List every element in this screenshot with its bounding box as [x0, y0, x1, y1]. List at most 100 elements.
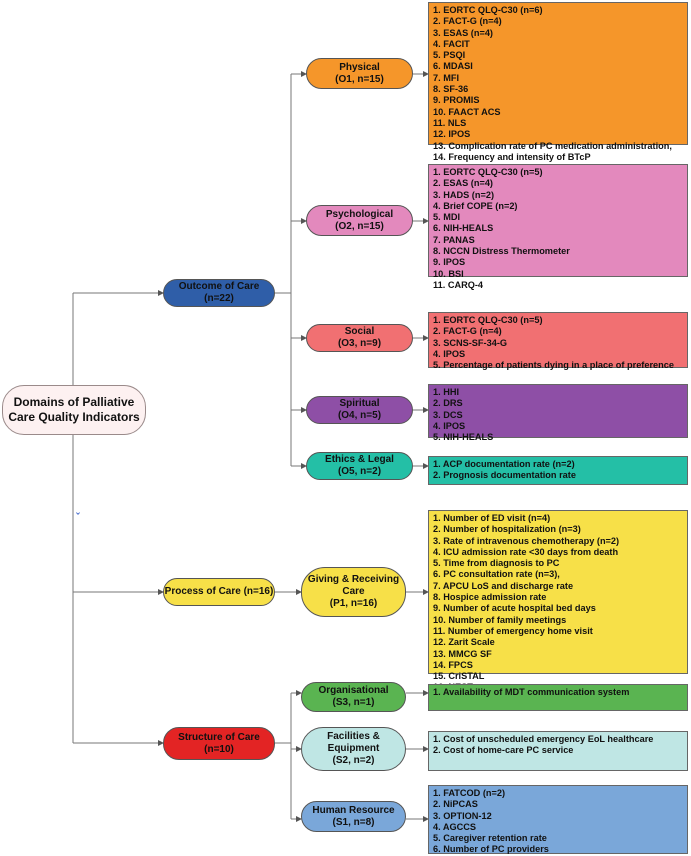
- process-of-care-node: Process of Care (n=16): [163, 578, 275, 606]
- physical-label: Physical: [339, 61, 380, 73]
- indicator-item: 6. MDASI: [433, 61, 473, 72]
- facilities-label-line2: Equipment: [327, 743, 380, 754]
- spiritual-count: (O4, n=5): [337, 410, 382, 421]
- indicator-item: 14. Frequency and intensity of BTcP: [433, 151, 591, 162]
- indicator-item: 13. Complication rate of PC medication a…: [433, 140, 672, 151]
- indicator-item: 7. PANAS: [433, 234, 475, 245]
- indicator-item: 2. Prognosis documentation rate: [433, 470, 576, 481]
- spiritual-label: Spiritual: [339, 398, 380, 409]
- human-resource-label: Human Resource: [312, 804, 395, 816]
- ethics-legal-count: (O5, n=2): [337, 466, 382, 477]
- organisational-label: Organisational: [318, 685, 389, 696]
- indicator-item: 9. PROMIS: [433, 95, 480, 106]
- giving-receiving-care-node: Giving & Receiving Care (P1, n=16): [301, 567, 406, 617]
- structure-of-care-node: Structure of Care (n=10): [163, 727, 275, 760]
- social-node: Social (O3, n=9): [306, 324, 413, 352]
- indicator-item: 2. NiPCAS: [433, 799, 478, 810]
- giving-receiving-label-line1: Giving & Receiving: [307, 574, 400, 585]
- indicator-item: 3. ESAS (n=4): [433, 27, 493, 38]
- structure-of-care-label-line2: (n=10): [204, 743, 234, 755]
- indicator-item: 13. MMCG SF: [433, 648, 492, 659]
- indicator-item: 11. Number of emergency home visit: [433, 625, 593, 636]
- social-count: (O3, n=9): [337, 338, 382, 349]
- indicator-item: 2. FACT-G (n=4): [433, 16, 502, 27]
- caret-mark-icon: ˇ: [76, 512, 80, 524]
- ethics-legal-label: Ethics & Legal: [325, 454, 394, 465]
- facilities-label-line1: Facilities &: [327, 731, 380, 742]
- indicator-item: 1. EORTC QLQ-C30 (n=5): [433, 315, 543, 325]
- indicator-item: 1. Number of ED visit (n=4): [433, 513, 551, 523]
- indicator-item: 5. MDI: [433, 212, 461, 223]
- indicator-item: 10. FAACT ACS: [433, 106, 501, 117]
- facilities-indicator-list: 1. Cost of unscheduled emergency EoL hea…: [428, 731, 688, 771]
- root-title-line1: Domains of Palliative: [13, 395, 135, 409]
- indicator-item: 2. DRS: [433, 398, 463, 409]
- indicator-item: 14. FPCS: [433, 659, 473, 670]
- indicator-item: 12. IPOS: [433, 129, 471, 140]
- indicator-item: 1. Availability of MDT communication sys…: [433, 687, 630, 697]
- indicator-item: 12. Zarit Scale: [433, 637, 495, 648]
- indicator-item: 5. Time from diagnosis to PC: [433, 558, 560, 569]
- facilities-count: (S2, n=2): [332, 755, 375, 766]
- indicator-item: 2. FACT-G (n=4): [433, 326, 502, 337]
- ethics-legal-node: Ethics & Legal (O5, n=2): [306, 452, 413, 480]
- indicator-item: 5. Caregiver retention rate: [433, 833, 547, 844]
- giving-receiving-indicator-list: 1. Number of ED visit (n=4)2. Number of …: [428, 510, 688, 692]
- indicator-item: 3. Rate of intravenous chemotherapy (n=2…: [433, 535, 620, 546]
- indicator-item: 4. Brief COPE (n=2): [433, 200, 518, 211]
- indicator-item: 7. APCU LoS and discharge rate: [433, 580, 574, 591]
- indicator-item: 1. EORTC QLQ-C30 (n=5): [433, 167, 543, 177]
- organisational-node: Organisational (S3, n=1): [301, 682, 406, 712]
- indicator-item: 6. NIH-HEALS: [433, 223, 494, 234]
- indicator-item: 4. FACIT: [433, 38, 470, 49]
- indicator-item: 3. DCS: [433, 409, 463, 420]
- spiritual-node: Spiritual (O4, n=5): [306, 396, 413, 424]
- indicator-item: 2. Cost of home-care PC service: [433, 745, 574, 756]
- indicator-item: 1. EORTC QLQ-C30 (n=6): [433, 5, 543, 15]
- indicator-item: 15. CriSTAL: [433, 671, 485, 682]
- human-resource-node: Human Resource (S1, n=8): [301, 801, 406, 832]
- indicator-item: 5. NIH-HEALS: [433, 432, 494, 443]
- indicator-item: 11. NLS: [433, 117, 467, 128]
- indicator-item: 3. SCNS-SF-34-G: [433, 337, 508, 348]
- outcome-of-care-label: Outcome of Care (n=22): [178, 281, 260, 304]
- indicator-item: 6. Number of PC providers: [433, 844, 549, 855]
- structure-of-care-label-line1: Structure of Care: [178, 731, 260, 743]
- indicator-item: 10. Number of family meetings: [433, 614, 567, 625]
- indicator-item: 9. IPOS: [433, 257, 466, 268]
- psychological-count: (O2, n=15): [335, 220, 384, 232]
- indicator-item: 1. FATCOD (n=2): [433, 788, 506, 798]
- indicator-item: 6. PC consultation rate (n=3),: [433, 569, 560, 580]
- indicator-item: 8. NCCN Distress Thermometer: [433, 246, 570, 257]
- facilities-equipment-node: Facilities & Equipment (S2, n=2): [301, 727, 406, 771]
- physical-count: (O1, n=15): [335, 73, 384, 85]
- root-title-line2: Care Quality Indicators: [8, 410, 140, 424]
- indicator-item: 10. BSI: [433, 268, 464, 279]
- root-node: Domains of Palliative Care Quality Indic…: [2, 385, 146, 435]
- outcome-of-care-node: Outcome of Care (n=22): [163, 279, 275, 307]
- indicator-item: 4. IPOS: [433, 348, 466, 359]
- indicator-item: 2. ESAS (n=4): [433, 178, 493, 189]
- indicator-item: 8. SF-36: [433, 84, 469, 95]
- social-label: Social: [344, 326, 375, 337]
- indicator-item: 4. AGCCS: [433, 821, 477, 832]
- psychological-indicator-list: 1. EORTC QLQ-C30 (n=5)2. ESAS (n=4)3. HA…: [428, 164, 688, 290]
- indicator-item: 5. PSQI: [433, 50, 466, 61]
- human-resource-count: (S1, n=8): [332, 816, 375, 828]
- physical-node: Physical (O1, n=15): [306, 58, 413, 89]
- indicator-item: 8. Hospice admission rate: [433, 592, 547, 603]
- indicator-item: 2. Number of hospitalization (n=3): [433, 524, 581, 535]
- indicator-item: 9. Number of acute hospital bed days: [433, 603, 596, 614]
- psychological-node: Psychological (O2, n=15): [306, 205, 413, 236]
- indicator-item: 1. ACP documentation rate (n=2): [433, 459, 575, 469]
- process-of-care-label: Process of Care (n=16): [164, 586, 274, 597]
- indicator-item: 4. ICU admission rate <30 days from deat…: [433, 546, 619, 557]
- organisational-count: (S3, n=1): [332, 697, 375, 708]
- indicator-item: 5. Percentage of patients dying in a pla…: [433, 360, 674, 371]
- giving-receiving-label-line2: Care: [342, 586, 365, 597]
- indicator-item: 3. OPTION-12: [433, 810, 492, 821]
- indicator-item: 11. CARQ-4: [433, 279, 484, 290]
- indicator-item: 7. MFI: [433, 72, 460, 83]
